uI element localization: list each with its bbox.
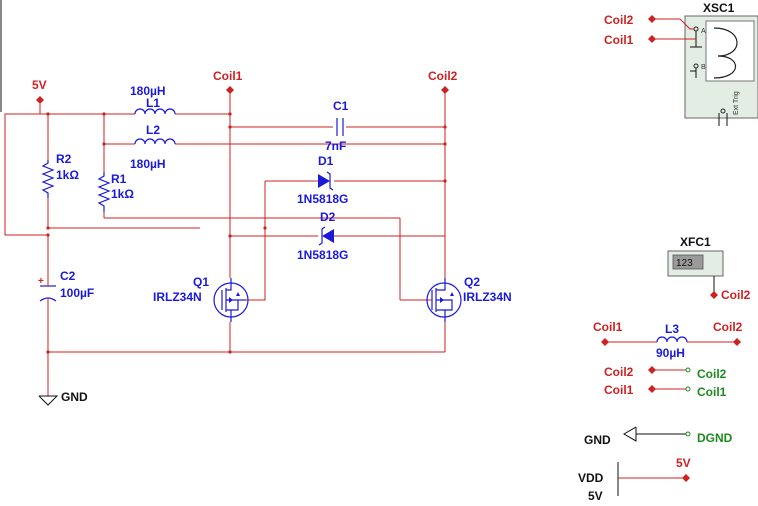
dgnd-label: DGND xyxy=(697,431,733,445)
net-flag-coil2[interactable] xyxy=(441,86,449,94)
capacitor-c1[interactable]: C1 7nF xyxy=(325,99,349,153)
wires xyxy=(4,92,446,396)
q2-ref: Q2 xyxy=(464,275,480,289)
gnd-dgnd-link[interactable]: GND DGND xyxy=(584,426,733,447)
c2-value: 100µF xyxy=(60,286,94,300)
net-label-5v: 5V xyxy=(32,78,47,92)
l3-value: 90µH xyxy=(656,346,685,360)
l3-ref: L3 xyxy=(665,322,679,336)
l1-value: 180µH xyxy=(130,84,166,98)
xfc1-ref: XFC1 xyxy=(680,235,711,249)
vdd-value-label: 5V xyxy=(588,489,603,503)
net-flag-5v[interactable] xyxy=(36,96,44,104)
net-label-coil1: Coil1 xyxy=(213,69,243,83)
c2-ref: C2 xyxy=(60,269,76,283)
l3-net-coil1: Coil1 xyxy=(593,320,623,334)
xfc1-net-coil2: Coil2 xyxy=(721,288,751,302)
oscilloscope-xsc1[interactable]: XSC1 A B Ext Trig xyxy=(684,1,758,126)
connector-coil1[interactable]: Coil1 Coil1 xyxy=(604,383,727,399)
net-flag-scope-coil2[interactable] xyxy=(648,15,656,23)
d1-value: 1N5818G xyxy=(297,192,348,206)
xsc1-ref: XSC1 xyxy=(703,1,735,15)
q1-ref: Q1 xyxy=(193,275,209,289)
c2-polarity-plus: + xyxy=(38,276,44,287)
connector-coil2[interactable]: Coil2 Coil2 xyxy=(604,365,727,381)
inductor-l3[interactable]: L3 90µH xyxy=(601,322,741,360)
scope-pin-b: B xyxy=(701,64,706,71)
connector-right-coil1: Coil1 xyxy=(697,385,727,399)
vdd-net-5v: 5V xyxy=(676,456,691,470)
connector-left-coil1: Coil1 xyxy=(604,383,634,397)
r1-ref: R1 xyxy=(111,172,127,186)
scope-ext-trig: Ext Trig xyxy=(733,91,740,115)
l3-net-coil2: Coil2 xyxy=(713,320,743,334)
l1-ref: L1 xyxy=(146,96,160,110)
gnd-link-label: GND xyxy=(584,433,611,447)
ground-symbol[interactable]: GND xyxy=(38,390,88,406)
net-flag-coil1[interactable] xyxy=(226,86,234,94)
q2-value: IRLZ34N xyxy=(463,290,512,304)
q1-value: IRLZ34N xyxy=(153,290,202,304)
xfc1-display: 123 xyxy=(676,258,693,269)
resistor-r2[interactable]: R2 1kΩ xyxy=(41,152,79,198)
net-flag-scope-coil1[interactable] xyxy=(648,35,656,43)
diode-d2[interactable]: D2 1N5818G xyxy=(297,210,348,262)
scope-net-coil1: Coil1 xyxy=(604,33,634,47)
r2-value: 1kΩ xyxy=(56,168,79,182)
vdd-5v-link[interactable]: VDD 5V 5V xyxy=(578,456,691,503)
net-flag-xfc1-coil2[interactable] xyxy=(710,291,718,299)
inductor-l1[interactable]: 180µH L1 xyxy=(130,84,176,115)
mosfet-q2[interactable]: Q2 IRLZ34N xyxy=(426,275,512,322)
net-label-coil2: Coil2 xyxy=(428,69,458,83)
resistor-r1[interactable]: R1 1kΩ xyxy=(97,172,134,212)
vdd-label: VDD xyxy=(578,471,604,485)
r2-ref: R2 xyxy=(56,152,72,166)
ground-label: GND xyxy=(61,390,88,404)
l2-value: 180µH xyxy=(130,157,166,171)
d2-value: 1N5818G xyxy=(297,248,348,262)
junctions xyxy=(46,112,447,354)
connector-right-coil2: Coil2 xyxy=(697,367,727,381)
c1-ref: C1 xyxy=(333,99,349,113)
inductor-l2[interactable]: L2 180µH xyxy=(130,123,176,171)
l2-ref: L2 xyxy=(146,123,160,137)
frequency-counter-xfc1[interactable]: XFC1 123 xyxy=(667,235,724,293)
waveform-icon xyxy=(713,27,738,79)
capacitor-c2[interactable]: + C2 100µF xyxy=(38,269,94,302)
d1-ref: D1 xyxy=(318,154,334,168)
mosfet-q1[interactable]: Q1 IRLZ34N xyxy=(153,275,249,322)
d2-ref: D2 xyxy=(320,210,336,224)
c1-value: 7nF xyxy=(325,139,346,153)
scope-net-coil2: Coil2 xyxy=(604,13,634,27)
r1-value: 1kΩ xyxy=(111,187,134,201)
diode-d1[interactable]: D1 1N5818G xyxy=(297,154,348,206)
connector-left-coil2: Coil2 xyxy=(604,365,634,379)
scope-pin-a: A xyxy=(701,28,706,35)
